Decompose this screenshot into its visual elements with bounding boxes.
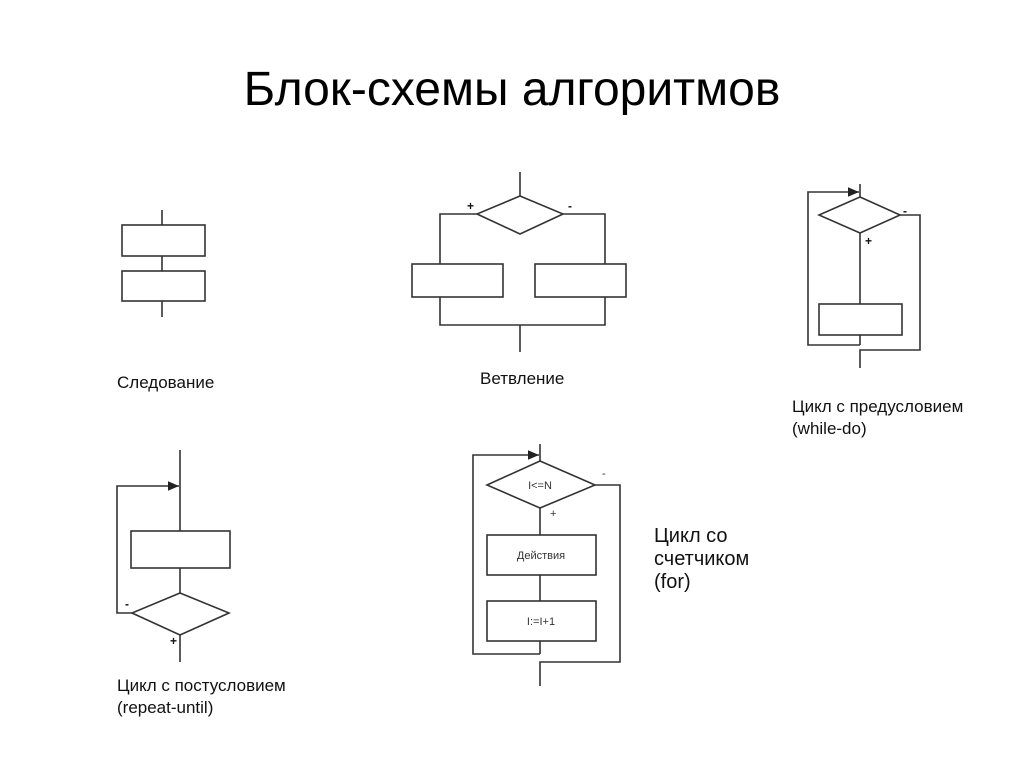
no-sign: - xyxy=(125,597,129,611)
decision-block xyxy=(817,196,902,234)
while-diagram: + - Цикл с предусловием (while-do) xyxy=(792,184,963,438)
process-block xyxy=(130,530,231,569)
while-label-line2: (while-do) xyxy=(792,419,867,438)
increment-block xyxy=(486,600,597,642)
yes-sign: + xyxy=(170,634,177,648)
branch-label: Ветвление xyxy=(480,369,564,388)
for-label-line2: счетчиком xyxy=(654,548,749,570)
slide-title: Блок-схемы алгоритмов xyxy=(243,63,781,116)
sequence-label: Следование xyxy=(117,373,214,392)
yes-sign: + xyxy=(467,199,474,213)
while-label-line1: Цикл с предусловием xyxy=(792,397,963,416)
yes-sign: + xyxy=(550,508,556,520)
condition-text: I<=N xyxy=(528,480,552,492)
action-block xyxy=(486,534,597,576)
for-diagram: I<=N Действия I:=I+1 + - Цикл со счетчик… xyxy=(472,444,749,686)
action-text: Действия xyxy=(517,550,565,562)
increment-text: I:=I+1 xyxy=(527,616,555,628)
process-block xyxy=(121,270,206,302)
for-label-line3: (for) xyxy=(654,571,691,593)
branch-diagram: + - Ветвление xyxy=(411,172,627,388)
process-block xyxy=(818,303,903,336)
loop-back-arrow xyxy=(807,187,860,346)
decision-block xyxy=(475,195,565,235)
repeat-label-line1: Цикл с постусловием xyxy=(117,676,286,695)
connector xyxy=(563,213,606,264)
exit-connector xyxy=(859,214,921,368)
exit-connector xyxy=(539,484,621,686)
loop-back-arrow xyxy=(116,481,179,614)
connector xyxy=(439,213,477,264)
yes-sign: + xyxy=(865,234,872,248)
no-sign: - xyxy=(568,199,572,213)
no-sign: - xyxy=(602,468,606,480)
process-block xyxy=(121,224,206,257)
loop-back-arrow xyxy=(472,450,540,655)
no-sign: - xyxy=(903,204,907,218)
process-block xyxy=(411,263,504,298)
connector xyxy=(439,297,606,326)
for-label-line1: Цикл со xyxy=(654,525,728,547)
repeat-label-line2: (repeat-until) xyxy=(117,698,213,717)
sequence-diagram: Следование xyxy=(117,210,214,392)
decision-block xyxy=(130,592,232,636)
process-block xyxy=(534,263,627,298)
repeat-diagram: - + Цикл с постусловием (repeat-until) xyxy=(116,450,286,717)
